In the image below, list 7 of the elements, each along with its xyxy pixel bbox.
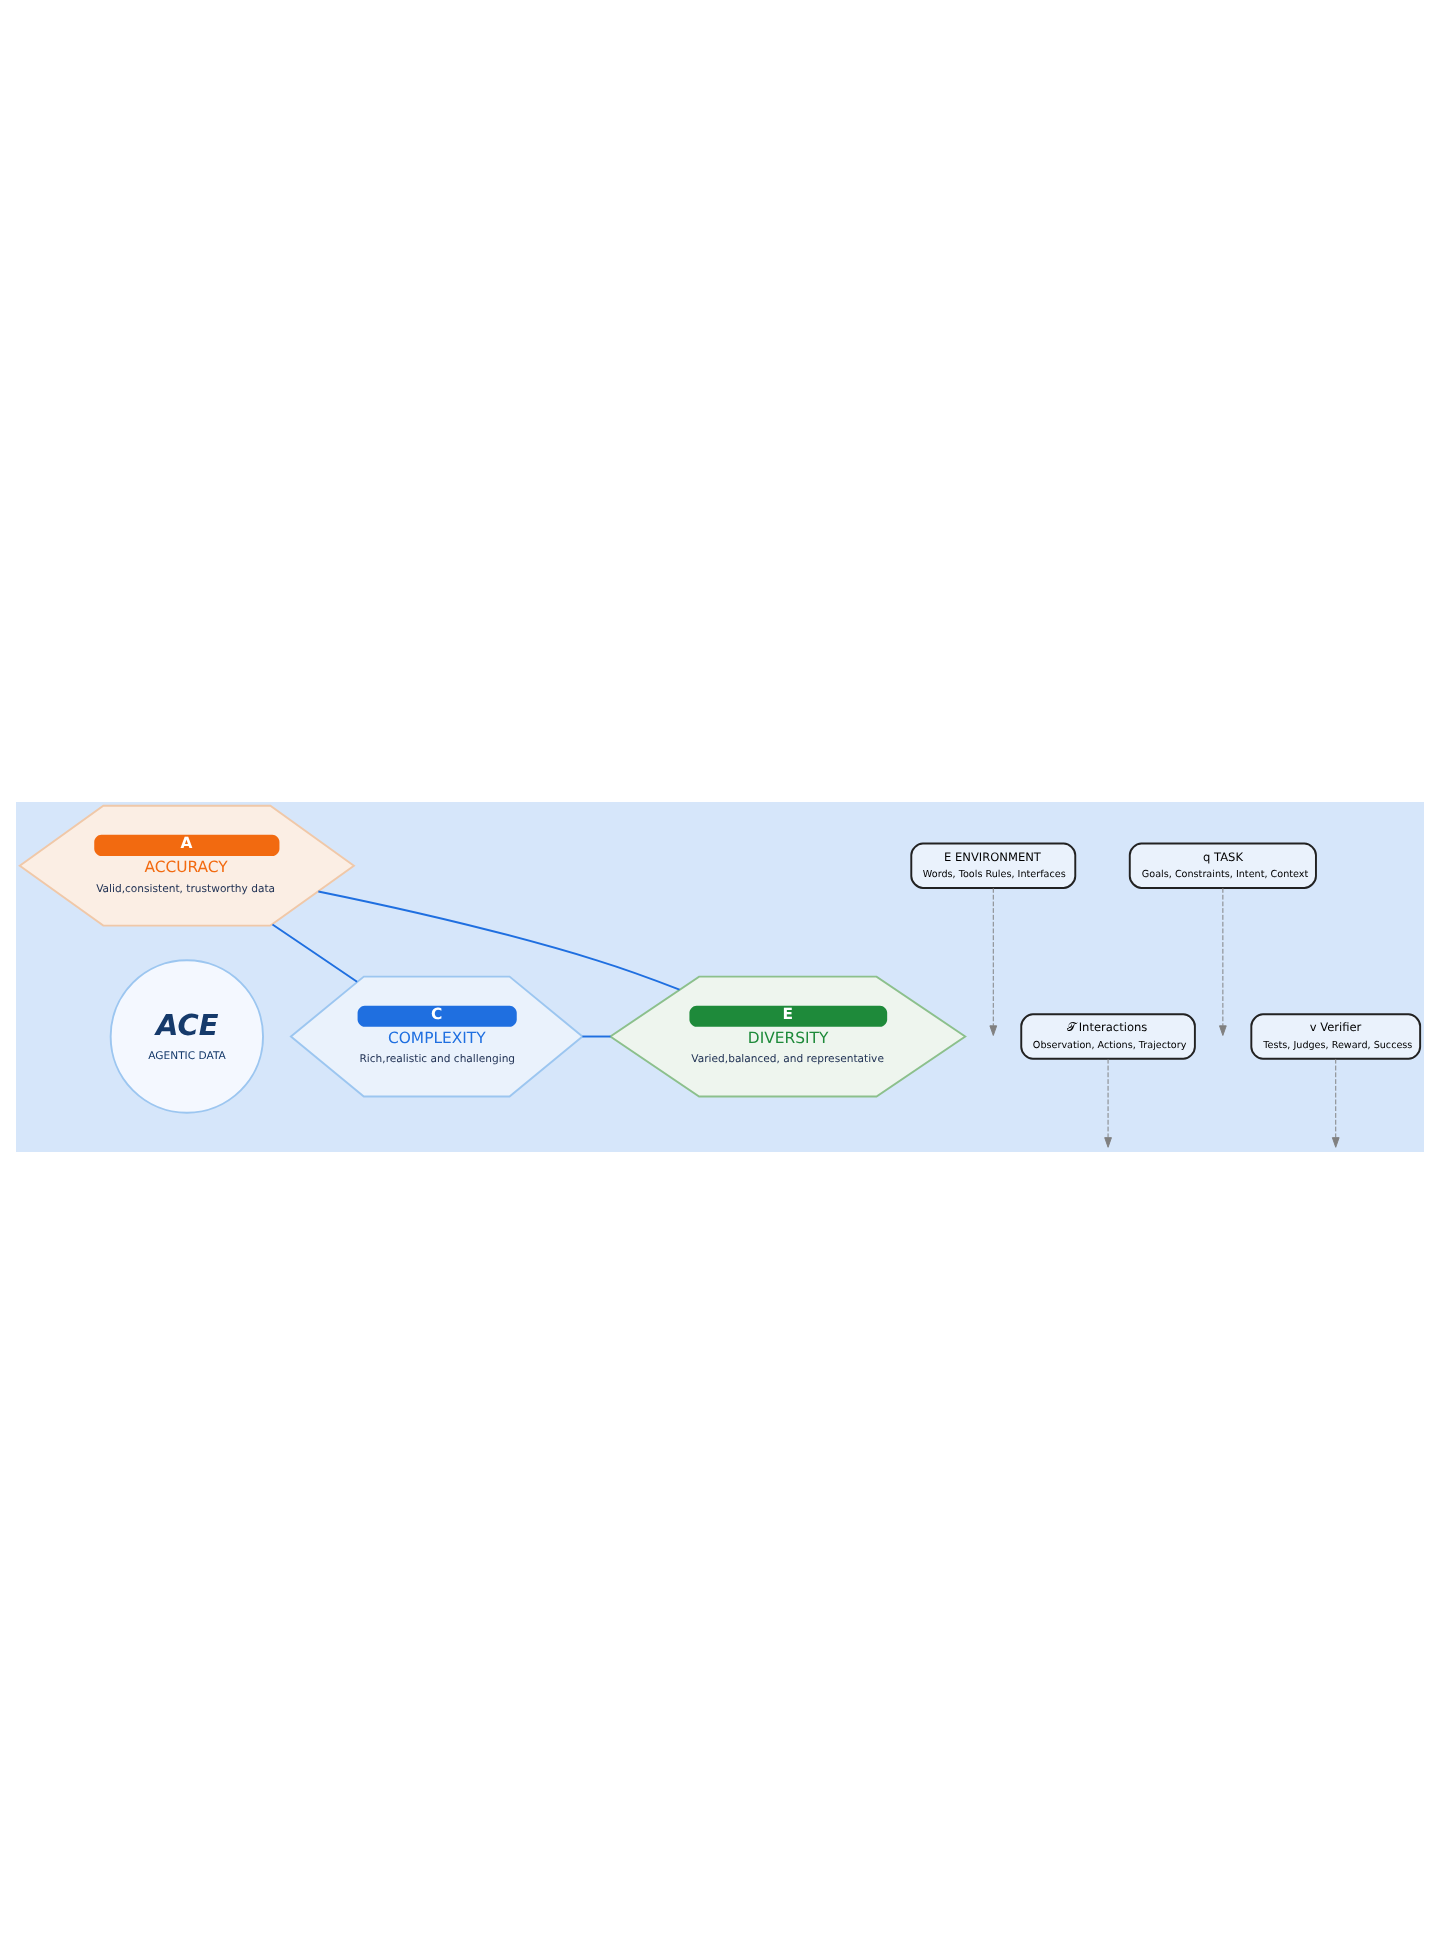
connector	[271, 922, 358, 982]
arrow	[989, 886, 998, 1035]
arrow	[1104, 1057, 1112, 1147]
arrow	[1331, 1057, 1340, 1147]
connector	[317, 889, 681, 990]
connector	[581, 1034, 612, 1037]
arrow	[1219, 886, 1227, 1035]
